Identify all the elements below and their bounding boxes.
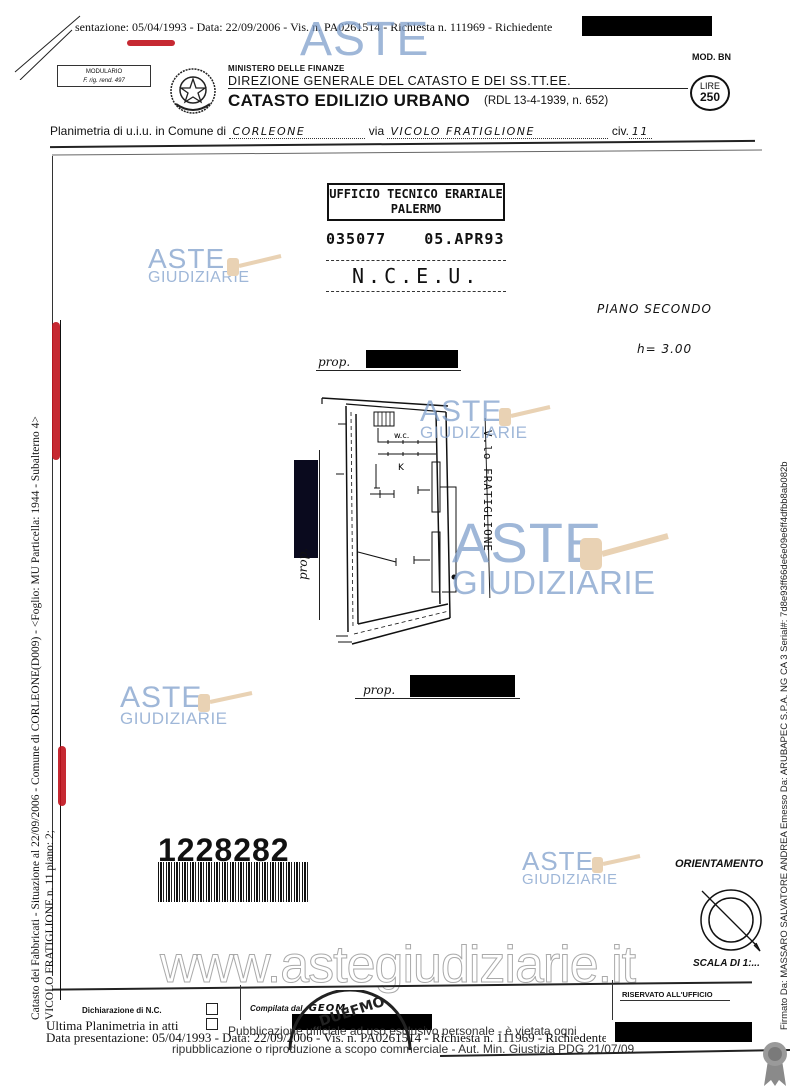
civ-label: civ. [611,124,629,138]
civ-value: 11 [628,125,652,139]
protocol-date: 05.APR93 [424,230,505,248]
comune-value: CORLEONE [229,125,366,139]
divider [326,260,506,262]
office-stamp-box: UFFICIO TECNICO ERARIALE PALERMO [327,183,505,221]
office-stamp-protocol: 035077 05.APR93 [326,230,505,248]
redacted-neighbor-top [366,350,458,368]
via-value: VICOLO FRATIGLIONE [387,125,609,139]
law-reference: (RDL 13-4-1939, n. 652) [484,95,609,107]
redacted-neighbor-bottom [410,675,515,697]
document-title: CATASTO EDILIZIO URBANO [228,91,471,110]
ministry-label: MINISTERO DELLE FINANZE [228,64,345,73]
margin-line [60,320,61,1000]
publication-notice-line1: Pubblicazione ufficiale ad uso esclusivo… [228,1024,577,1038]
redacted-compiler-name [292,1014,432,1030]
stamp-duty-currency: LIRE [699,81,720,91]
certification-ribbon-icon [763,1042,787,1086]
gavel-icon [592,854,641,873]
modulario-ref: F. rig. rend. 497 [83,78,125,84]
height-annotation: h= 3.00 [637,342,693,356]
gavel-icon [499,405,551,426]
scale-label: SCALA DI 1:... [693,958,760,969]
divider [50,139,755,149]
street-label: V.lo FRATIGLIONE [481,430,494,552]
property-label-bottom: prop. [363,683,396,697]
compiled-by: Compilata dal GEOM. [250,1003,355,1015]
gavel-icon [227,254,282,276]
digital-signature-vertical: Firmato Da: MASSARO SALVATORE ANDREA Eme… [779,461,790,1030]
office-stamp-line1: UFFICIO TECNICO ERARIALE [329,187,503,201]
property-label-top: prop. [318,355,351,369]
registry-label: N.C.E.U. [352,264,481,288]
cadastral-reference-vertical: Catasto dei Fabbricati - Situazione al 2… [30,416,42,1020]
kitchen-label: K [398,463,405,473]
presentation-date-line: Data presentazione: 05/04/1993 - Data: 2… [46,1030,606,1045]
divider [620,1000,730,1001]
stamp-duty-amount: 250 [699,90,721,104]
gavel-icon [198,691,253,712]
plan-line-prefix: Planimetria di u.i.u. in Comune di [50,124,227,138]
boundary-line [316,370,461,371]
barcode [158,862,310,902]
property-label-left: prop. [296,547,310,580]
red-marker-mark [58,746,66,806]
floor-plan-drawing: w.c. K [321,397,457,645]
address-reference-vertical: VICOLO FRATIGLIONE n. 11 piano: 2; [44,830,56,1020]
redacted-neighbor-left [294,460,318,558]
frame-border [52,149,762,156]
compiled-by-label: Compilata dal [250,1004,303,1013]
floor-annotation: PIANO SECONDO [597,302,712,316]
presentation-header-line: sentazione: 05/04/1993 - Data: 22/09/200… [75,20,553,34]
publication-notice-line2: ripubblicazione o riproduzione a scopo c… [172,1042,635,1056]
compiled-by-value: GEOM. [304,1003,355,1015]
direction-label: DIREZIONE GENERALE DEL CATASTO E DEI SS.… [228,74,572,88]
boundary-line [355,698,520,699]
variation-checkbox [206,1018,218,1030]
modulario-box: MODULARIO F. rig. rend. 497 [57,65,151,87]
orientation-label: ORIENTAMENTO [675,858,764,870]
reserved-office-label: RISERVATO ALL'UFFICIO [622,990,713,999]
via-label: via [368,124,385,138]
protocol-number: 035077 [326,230,387,248]
stamp-duty-badge: LIRE 250 [690,75,730,111]
gavel-icon [580,533,669,570]
boundary-line [319,450,320,620]
divider [240,985,241,1020]
pen-stroke-mark [14,15,81,80]
declaration-nc-label: Dichiarazione di N.C. [82,1006,162,1015]
frame-border [52,156,53,976]
divider [228,88,688,89]
divider [326,291,506,293]
divider [612,980,613,1020]
redacted-requester [582,16,712,36]
red-underline-mark [127,40,175,46]
last-plan-label: Ultima Planimetria in atti [46,1018,179,1033]
declaration-nc-checkbox [206,1003,218,1015]
official-seal-stamp: DUEFMO [288,990,412,1050]
modulario-label: MODULARIO [85,69,123,75]
plan-location-line: Planimetria di u.i.u. in Comune di CORLE… [50,124,652,139]
office-stamp-line2: PALERMO [390,202,442,216]
form-code: MOD. BN [692,52,731,62]
wc-label: w.c. [394,431,409,440]
redacted-requester-bottom [615,1022,752,1042]
north-arrow-icon [700,889,762,952]
italian-republic-emblem-icon [170,68,216,114]
red-marker-mark [52,322,60,460]
